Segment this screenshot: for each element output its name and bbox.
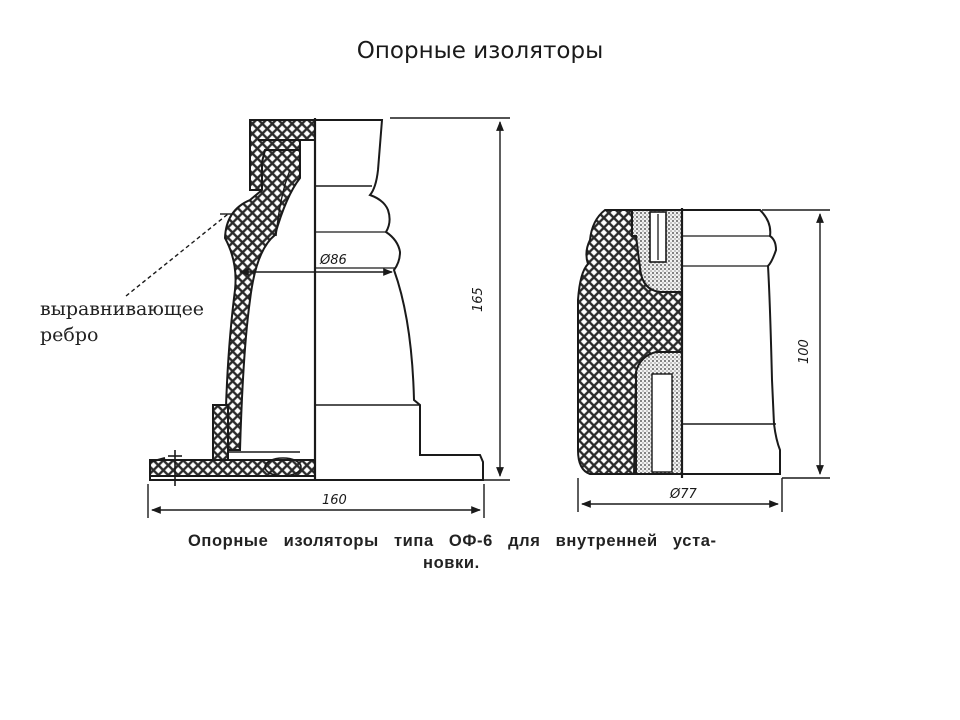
rib-callout-line2: ребро <box>40 324 99 346</box>
left-dimensions <box>125 117 510 518</box>
right-body-outline <box>682 209 781 475</box>
right-insulator <box>577 208 781 478</box>
left-diameter-label: Ø86 <box>319 253 347 268</box>
left-base-width-label: 160 <box>322 493 347 508</box>
slide-title: Опорные изоляторы <box>356 38 604 64</box>
right-diameter-label: Ø77 <box>669 487 698 502</box>
figure-caption: Опорные изоляторы типа ОФ-6 для внутренн… <box>188 530 788 574</box>
right-height-label: 100 <box>797 339 812 364</box>
rib-callout-line1: выравнивающее <box>40 298 205 320</box>
caption-line2: новки. <box>423 554 480 572</box>
left-body-section <box>223 149 301 451</box>
left-height-label: 165 <box>471 287 486 312</box>
left-body-outline <box>149 119 484 481</box>
caption-line1: Опорные изоляторы типа ОФ-6 для внутренн… <box>188 532 717 550</box>
left-insulator <box>149 118 484 486</box>
right-dimensions <box>577 209 830 512</box>
